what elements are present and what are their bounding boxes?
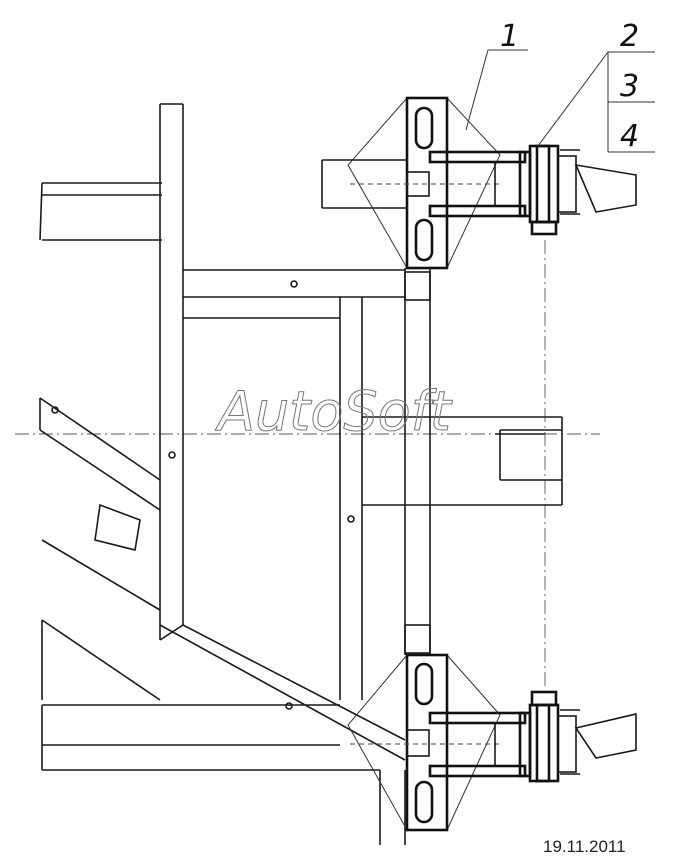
center-lines [15, 240, 600, 690]
watermark: AutoSoft [215, 380, 453, 443]
frame-structure [39, 103, 563, 845]
callout-2: 2 [620, 19, 639, 54]
bracket-top [321, 96, 637, 270]
drawing-date: 19.11.2011 [543, 837, 626, 856]
callout-4: 4 [620, 119, 639, 154]
bracket-bottom [347, 653, 637, 832]
callout-1: 1 [500, 19, 519, 54]
callout-3: 3 [620, 69, 639, 104]
vertical-link [404, 268, 431, 655]
callout-leaders [465, 49, 655, 153]
